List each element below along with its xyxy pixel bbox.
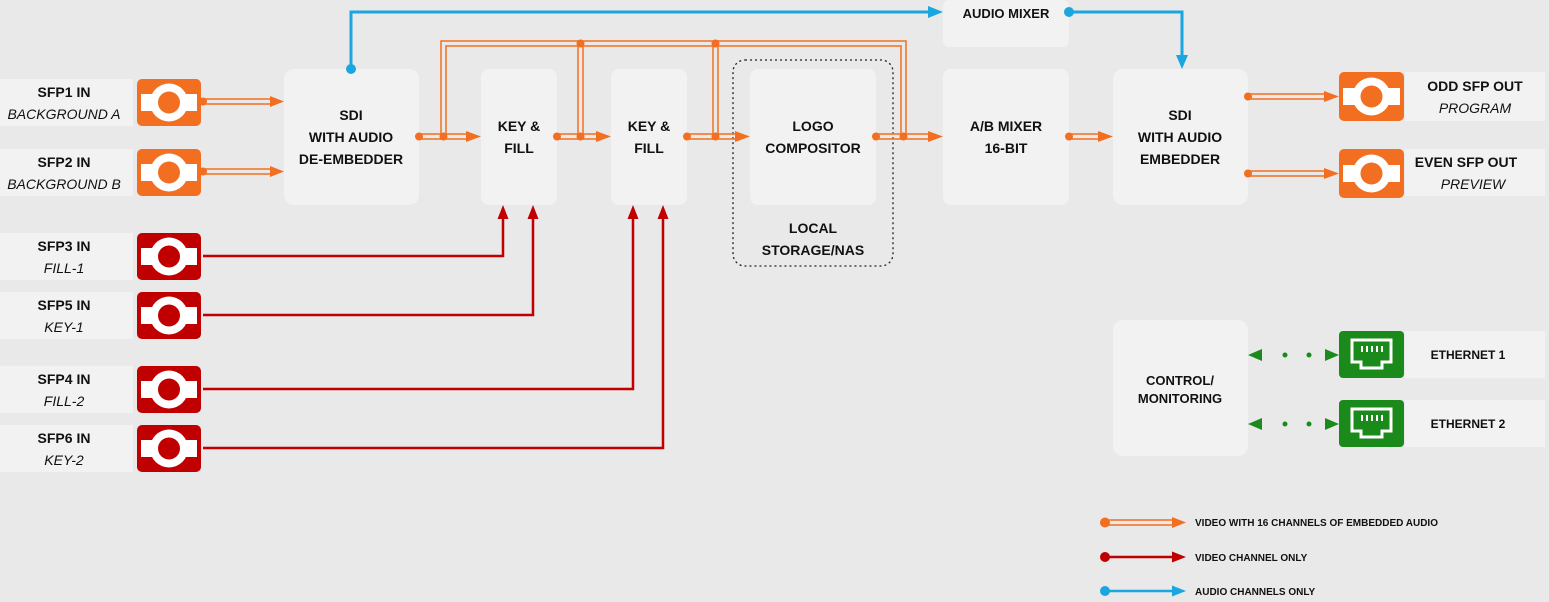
sfp1-sublabel: BACKGROUND A xyxy=(7,106,120,122)
legend-label-video-only: VIDEO CHANNEL ONLY xyxy=(1195,553,1308,564)
audio-mixer-block xyxy=(943,0,1069,47)
embedder-block xyxy=(1113,69,1248,205)
sfp6-sublabel: KEY-2 xyxy=(44,452,84,468)
abmixer-line2: 16-BIT xyxy=(985,140,1028,156)
bnc-connector-icon xyxy=(137,149,201,196)
keyfill2-block xyxy=(611,69,687,205)
video-only-connections xyxy=(203,215,665,450)
bnc-connector-icon xyxy=(137,233,201,280)
keyfill2-line2: FILL xyxy=(634,140,664,156)
control-block xyxy=(1113,320,1248,456)
legend-item-video-only: VIDEO CHANNEL ONLY xyxy=(1100,551,1308,564)
ethernet1-label: ETHERNET 1 xyxy=(1431,348,1506,362)
sfp5-label: SFP5 IN xyxy=(38,297,91,313)
keyfill2-line1: KEY & xyxy=(628,118,671,134)
storage-line1: LOCAL xyxy=(789,220,838,236)
sfp4-sublabel: FILL-2 xyxy=(44,393,85,409)
control-line2: MONITORING xyxy=(1138,391,1222,406)
ethernet2-label: ETHERNET 2 xyxy=(1431,417,1506,431)
deembedder-line2: WITH AUDIO xyxy=(309,129,393,145)
embedder-line1: SDI xyxy=(1168,107,1191,123)
audio-only-arrowheads xyxy=(346,6,1188,74)
legend-label-audio-only: AUDIO CHANNELS ONLY xyxy=(1195,587,1316,598)
input-labels: SFP1 IN BACKGROUND A SFP2 IN BACKGROUND … xyxy=(0,79,133,472)
video-audio-connections xyxy=(203,40,1328,177)
even-out-label: EVEN SFP OUT xyxy=(1415,154,1518,170)
ab-mixer-block xyxy=(943,69,1069,205)
sfp4-label: SFP4 IN xyxy=(38,371,91,387)
sfp6-label: SFP6 IN xyxy=(38,430,91,446)
sfp3-label: SFP3 IN xyxy=(38,238,91,254)
keyfill1-block xyxy=(481,69,557,205)
even-out-sublabel: PREVIEW xyxy=(1441,176,1507,192)
deembedder-line1: SDI xyxy=(339,107,362,123)
output-labels: ODD SFP OUT PROGRAM EVEN SFP OUT PREVIEW… xyxy=(1405,72,1545,447)
control-line1: CONTROL/ xyxy=(1146,373,1214,388)
keyfill1-line1: KEY & xyxy=(498,118,541,134)
bnc-connector-icon xyxy=(137,79,201,126)
audio-only-connections xyxy=(349,10,1184,69)
sfp2-sublabel: BACKGROUND B xyxy=(7,176,121,192)
logo-line2: COMPOSITOR xyxy=(765,140,860,156)
bnc-connector-icon xyxy=(1339,72,1404,121)
abmixer-line1: A/B MIXER xyxy=(970,118,1042,134)
sfp5-sublabel: KEY-1 xyxy=(44,319,83,335)
legend: VIDEO WITH 16 CHANNELS OF EMBEDDED AUDIO… xyxy=(1100,517,1438,598)
processing-blocks: SDI WITH AUDIO DE-EMBEDDER KEY & FILL KE… xyxy=(284,0,1248,456)
bnc-connector-icon xyxy=(137,366,201,413)
rj45-port-icon xyxy=(1339,400,1404,447)
legend-item-audio-only: AUDIO CHANNELS ONLY xyxy=(1100,585,1316,598)
logo-line1: LOGO xyxy=(792,118,833,134)
bnc-connector-icon xyxy=(137,425,201,472)
audio-mixer-label: AUDIO MIXER xyxy=(963,6,1050,21)
sfp3-sublabel: FILL-1 xyxy=(44,260,84,276)
logo-storage-group xyxy=(732,59,894,267)
bnc-connector-icon xyxy=(1339,149,1404,198)
embedder-line2: WITH AUDIO xyxy=(1138,129,1222,145)
rj45-port-icon xyxy=(1339,331,1404,378)
deembedder-line3: DE-EMBEDDER xyxy=(299,151,403,167)
logo-compositor-block xyxy=(750,69,876,205)
legend-label-video-audio: VIDEO WITH 16 CHANNELS OF EMBEDDED AUDIO xyxy=(1195,518,1438,529)
deembedder-block xyxy=(284,69,419,205)
bnc-connector-icon xyxy=(137,292,201,339)
video-only-arrowheads xyxy=(497,205,669,219)
ethernet-connections xyxy=(1248,349,1339,430)
odd-out-sublabel: PROGRAM xyxy=(1439,100,1512,116)
embedder-line3: EMBEDDER xyxy=(1140,151,1220,167)
sfp1-label: SFP1 IN xyxy=(38,84,91,100)
video-audio-arrowheads xyxy=(270,91,1339,179)
legend-item-video-audio: VIDEO WITH 16 CHANNELS OF EMBEDDED AUDIO xyxy=(1100,517,1438,529)
odd-out-label: ODD SFP OUT xyxy=(1427,78,1523,94)
storage-line2: STORAGE/NAS xyxy=(762,242,864,258)
keyfill1-line2: FILL xyxy=(504,140,534,156)
sfp2-label: SFP2 IN xyxy=(38,154,91,170)
video-audio-junction-dots xyxy=(199,39,1252,178)
